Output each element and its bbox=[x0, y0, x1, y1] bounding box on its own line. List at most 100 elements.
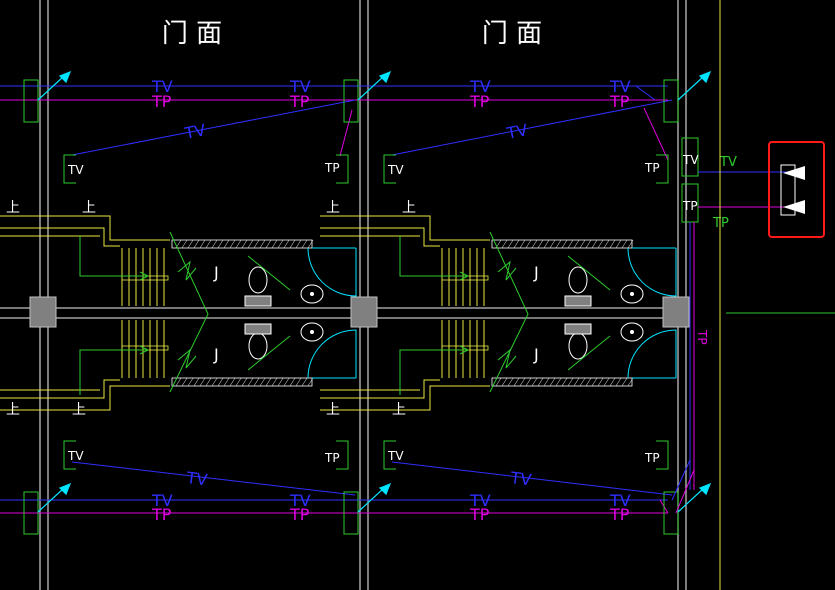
hatch-line bbox=[621, 239, 628, 249]
wall-outline bbox=[0, 215, 170, 241]
vertical-riser-label: TP bbox=[695, 329, 709, 345]
hatch-line bbox=[253, 239, 260, 249]
tp-line-label: TP bbox=[289, 505, 310, 524]
wall-outline bbox=[320, 385, 490, 411]
hatch-line bbox=[507, 377, 514, 387]
toilet-tank bbox=[564, 295, 592, 307]
direction-mark: J bbox=[533, 263, 539, 282]
stair-toilet-module: 上上上上JJ bbox=[0, 200, 357, 418]
outlet-box-icon bbox=[336, 440, 349, 470]
hatch-line bbox=[259, 239, 266, 249]
outlet-tv-label: TV bbox=[387, 449, 404, 463]
stair-up-label: 上 bbox=[6, 402, 20, 418]
hatch-line bbox=[567, 239, 574, 249]
antenna-icon bbox=[677, 70, 712, 101]
basin-outer bbox=[300, 322, 324, 342]
hatch-line bbox=[187, 239, 194, 249]
hatch-line bbox=[175, 377, 182, 387]
hatch-line bbox=[295, 377, 302, 387]
structural-columns bbox=[29, 296, 690, 328]
hatch-line bbox=[567, 377, 574, 387]
hatch-line bbox=[609, 239, 616, 249]
hatch-line bbox=[543, 377, 550, 387]
stair-up-label: 上 bbox=[402, 200, 416, 216]
stair-up-label: 上 bbox=[82, 200, 96, 216]
basin-drain bbox=[310, 292, 314, 296]
hatch-line bbox=[561, 239, 568, 249]
hatch-line bbox=[271, 377, 278, 387]
top-signal-runs bbox=[0, 85, 673, 161]
basin-outer bbox=[620, 284, 644, 304]
wall-outline bbox=[0, 379, 120, 399]
hatch-line bbox=[247, 377, 254, 387]
hatch-line bbox=[513, 239, 520, 249]
stair-arrow-head bbox=[139, 271, 150, 281]
stair-arrow-head bbox=[139, 345, 150, 355]
outlet-tp-label: TP bbox=[644, 161, 660, 175]
stair-up-label: 上 bbox=[326, 200, 340, 216]
wall-outline bbox=[0, 227, 120, 247]
tp-line-label: TP bbox=[469, 505, 490, 524]
tp-line-label: TP bbox=[609, 505, 630, 524]
hatch-line bbox=[549, 377, 556, 387]
tv-riser-box bbox=[681, 137, 699, 177]
hatch-line bbox=[627, 377, 634, 387]
hatch-line bbox=[585, 239, 592, 249]
pipe-line bbox=[247, 335, 291, 371]
hatch-line bbox=[277, 239, 284, 249]
riser-tv-label: TV bbox=[682, 153, 699, 167]
toilet-icon bbox=[564, 266, 592, 307]
bottom-signal-runs bbox=[0, 461, 673, 514]
toilet-tank bbox=[244, 295, 272, 307]
toilet-bowl bbox=[568, 266, 588, 294]
stair-break-line bbox=[489, 231, 529, 393]
stair-arrow bbox=[79, 349, 146, 395]
hatch-line bbox=[307, 239, 314, 249]
hatch-line bbox=[283, 239, 290, 249]
outlet-tp-label: TP bbox=[324, 161, 340, 175]
direction-mark: J bbox=[213, 345, 219, 364]
hatch-line bbox=[597, 377, 604, 387]
hatch-line bbox=[277, 377, 284, 387]
hatch-line bbox=[247, 239, 254, 249]
tv-line-label: TV bbox=[182, 120, 207, 143]
antenna-icon bbox=[677, 482, 712, 513]
bottom-run-labels: TV TP TV TP TV TP TV TP TV TV bbox=[151, 468, 631, 524]
column bbox=[350, 296, 378, 328]
highlight-box bbox=[768, 141, 825, 238]
pipe-line bbox=[567, 335, 611, 371]
break-zigzag bbox=[177, 348, 197, 369]
basin-drain bbox=[310, 330, 314, 334]
outlet-box-icon bbox=[656, 154, 669, 184]
outlet-box-icon bbox=[63, 440, 76, 470]
hatch-line bbox=[229, 377, 236, 387]
hatch-line bbox=[603, 239, 610, 249]
door-swing-icon bbox=[307, 247, 357, 297]
hatch-line bbox=[549, 239, 556, 249]
hatch-line bbox=[235, 239, 242, 249]
tp-line-label: TP bbox=[609, 92, 630, 111]
stair-up-label: 上 bbox=[392, 402, 406, 418]
wall-outline bbox=[320, 215, 490, 241]
column bbox=[662, 296, 690, 328]
hatch-line bbox=[615, 239, 622, 249]
antenna-icon bbox=[357, 70, 392, 101]
toilet-bowl bbox=[248, 266, 268, 294]
hatch-line bbox=[537, 239, 544, 249]
stair-toilet-modules: 上上上上JJ上上上上JJ bbox=[0, 200, 677, 418]
hatch-line bbox=[609, 377, 616, 387]
hatch-line bbox=[181, 377, 188, 387]
hatch-line bbox=[229, 239, 236, 249]
hatch-line bbox=[253, 377, 260, 387]
facade-label: 门 面 bbox=[162, 19, 222, 49]
hatch-line bbox=[205, 239, 212, 249]
stair-arrow bbox=[79, 236, 146, 277]
stair-toilet-module: 上上上上JJ bbox=[320, 200, 677, 418]
highlighted-terminals[interactable] bbox=[768, 141, 825, 238]
door-swing-icon bbox=[307, 329, 357, 379]
hatch-line bbox=[223, 377, 230, 387]
wall-outline bbox=[320, 379, 440, 399]
tv-out-label: TV bbox=[719, 155, 737, 170]
outlet-tv-label: TV bbox=[387, 163, 404, 177]
